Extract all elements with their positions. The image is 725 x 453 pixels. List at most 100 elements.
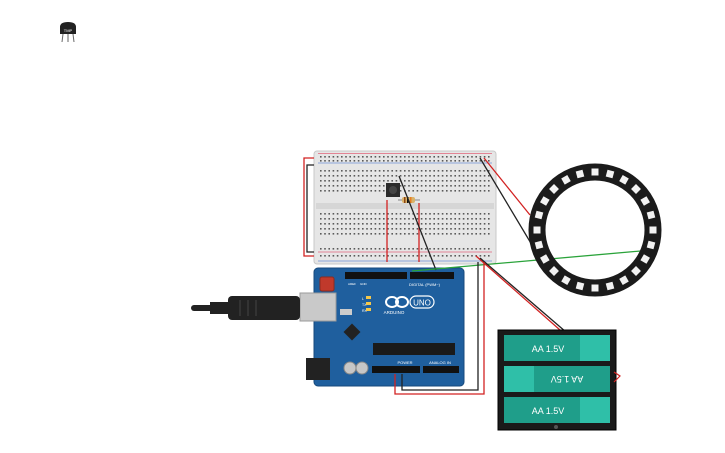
breadboard-hole bbox=[467, 248, 469, 250]
breadboard-hole bbox=[391, 228, 393, 230]
breadboard-hole bbox=[349, 185, 351, 187]
breadboard-hole bbox=[471, 228, 473, 230]
breadboard-hole bbox=[378, 180, 381, 182]
breadboard-hole bbox=[320, 160, 322, 162]
wire-ring-black[interactable] bbox=[479, 157, 536, 251]
breadboard-hole bbox=[353, 180, 356, 182]
breadboard-hole bbox=[370, 233, 372, 235]
breadboard-hole bbox=[341, 156, 343, 158]
breadboard-hole bbox=[362, 156, 364, 158]
breadboard-hole bbox=[383, 223, 385, 225]
breadboard-hole bbox=[366, 180, 368, 182]
breadboard-hole bbox=[446, 170, 448, 172]
breadboard-hole bbox=[370, 255, 372, 257]
breadboard-hole bbox=[479, 255, 482, 257]
breadboard-hole bbox=[425, 156, 427, 158]
breadboard-hole bbox=[479, 233, 482, 235]
breadboard-hole bbox=[383, 175, 385, 177]
breadboard-hole bbox=[341, 218, 343, 220]
breadboard-hole bbox=[328, 185, 330, 187]
breadboard-hole bbox=[357, 170, 360, 172]
ring-led bbox=[575, 169, 585, 179]
wires[interactable] bbox=[303, 157, 653, 395]
breadboard-hole bbox=[462, 213, 465, 215]
breadboard-hole bbox=[462, 190, 465, 192]
breadboard-hole bbox=[378, 228, 381, 230]
breadboard-hole bbox=[450, 213, 452, 215]
wire-button-black[interactable] bbox=[398, 175, 437, 271]
wire-power-black[interactable] bbox=[401, 262, 479, 391]
ring-led bbox=[631, 184, 641, 194]
breadboard-hole bbox=[383, 160, 385, 162]
breadboard[interactable] bbox=[313, 150, 497, 265]
breadboard-hole bbox=[467, 180, 469, 182]
breadboard-hole bbox=[471, 248, 473, 250]
breadboard-hole bbox=[450, 160, 452, 162]
breadboard-hole bbox=[366, 223, 368, 225]
breadboard-hole bbox=[374, 180, 377, 182]
breadboard-hole bbox=[391, 213, 393, 215]
wire-ring-red[interactable] bbox=[483, 157, 531, 216]
breadboard-hole bbox=[454, 223, 456, 225]
breadboard-hole bbox=[471, 255, 473, 257]
breadboard-hole bbox=[366, 156, 368, 158]
breadboard-hole bbox=[399, 170, 402, 172]
wire-battery-red[interactable] bbox=[475, 255, 561, 331]
breadboard-hole bbox=[345, 223, 347, 225]
wire-left-red[interactable] bbox=[303, 157, 314, 257]
breadboard-hole bbox=[324, 255, 326, 257]
breadboard-hole bbox=[374, 175, 377, 177]
breadboard-hole bbox=[416, 175, 419, 177]
neopixel-ring[interactable] bbox=[528, 163, 662, 297]
breadboard-hole bbox=[332, 248, 335, 250]
analog-header-label: ANALOG IN bbox=[429, 360, 451, 365]
wire-data-green[interactable] bbox=[411, 249, 653, 272]
ring-led bbox=[649, 226, 657, 234]
wire-battery-black[interactable] bbox=[479, 257, 567, 333]
breadboard-hole bbox=[475, 170, 477, 172]
breadboard-hole bbox=[483, 255, 486, 257]
breadboard-hole bbox=[336, 255, 339, 257]
arduino-logo: UNO ARDUINO bbox=[384, 295, 435, 315]
breadboard-hole bbox=[408, 248, 410, 250]
pushbutton[interactable] bbox=[386, 183, 400, 197]
breadboard-hole bbox=[345, 185, 347, 187]
battery-pack[interactable]: AA 1.5V AA 1.5V AA 1.5V bbox=[497, 329, 621, 431]
breadboard-hole bbox=[488, 175, 490, 177]
breadboard-hole bbox=[441, 255, 444, 257]
wire-left-black[interactable] bbox=[306, 164, 314, 253]
analog-header bbox=[423, 366, 459, 373]
arduino-uno-board[interactable]: UNO ARDUINO DIGITAL (PWM~) POWER ANALOG … bbox=[299, 267, 465, 387]
breadboard-hole bbox=[374, 248, 377, 250]
wire-power-red[interactable] bbox=[394, 262, 485, 395]
capacitor-2 bbox=[355, 361, 369, 375]
breadboard-hole bbox=[320, 233, 322, 235]
temperature-sensor-icon[interactable]: TMP bbox=[60, 22, 76, 43]
reset-button[interactable] bbox=[319, 276, 335, 292]
breadboard-hole bbox=[383, 248, 385, 250]
breadboard-hole bbox=[357, 248, 360, 250]
breadboard-hole bbox=[454, 218, 456, 220]
breadboard-hole bbox=[341, 160, 343, 162]
breadboard-hole bbox=[353, 160, 356, 162]
breadboard-hole bbox=[437, 175, 440, 177]
usb-cable[interactable] bbox=[191, 296, 300, 320]
breadboard-hole bbox=[395, 218, 398, 220]
breadboard-hole bbox=[378, 160, 381, 162]
breadboard-hole bbox=[483, 160, 486, 162]
breadboard-hole bbox=[412, 248, 414, 250]
rx-label: RX bbox=[362, 309, 368, 313]
breadboard-hole bbox=[408, 218, 410, 220]
breadboard-hole bbox=[420, 218, 423, 220]
breadboard-hole bbox=[441, 248, 444, 250]
breadboard-hole bbox=[454, 190, 456, 192]
breadboard-hole bbox=[399, 228, 402, 230]
breadboard-hole bbox=[462, 218, 465, 220]
breadboard-hole bbox=[458, 233, 461, 235]
breadboard-hole bbox=[387, 223, 389, 225]
ring-led bbox=[631, 266, 641, 276]
breadboard-hole bbox=[420, 160, 423, 162]
breadboard-hole bbox=[366, 175, 368, 177]
breadboard-hole bbox=[395, 233, 398, 235]
